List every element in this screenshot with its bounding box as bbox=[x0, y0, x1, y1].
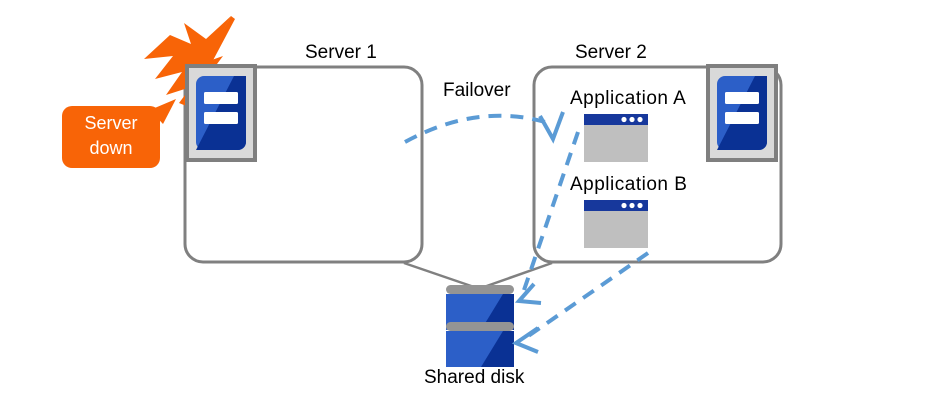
status-badge-tail bbox=[150, 99, 176, 124]
application-b-label: Application B bbox=[570, 174, 688, 195]
access-arrow-app-b-to-disk bbox=[511, 251, 650, 354]
connector-server1-to-disk bbox=[403, 261, 478, 290]
server-icon-server1 bbox=[185, 64, 257, 162]
application-window-icon-b bbox=[584, 200, 648, 248]
access-arrow-app-a-to-disk bbox=[514, 131, 580, 305]
status-badge-line1: Server bbox=[84, 113, 138, 133]
application-a-label: Application A bbox=[570, 88, 687, 109]
application-window-icon-a bbox=[584, 114, 648, 162]
server1-title: Server 1 bbox=[305, 42, 377, 63]
status-badge-server-down bbox=[62, 106, 160, 168]
server-icon-server2 bbox=[706, 64, 778, 162]
lightning-burst-icon bbox=[144, 16, 235, 110]
status-badge-line2: down bbox=[89, 138, 133, 158]
status-badge-label: Server down bbox=[66, 111, 156, 161]
connector-server2-to-disk bbox=[480, 261, 553, 290]
server2-title: Server 2 bbox=[575, 42, 647, 63]
shared-disk-label: Shared disk bbox=[424, 367, 525, 388]
failover-label: Failover bbox=[443, 80, 511, 101]
disk-icon-shared bbox=[446, 285, 514, 367]
failover-arrow-icon bbox=[404, 111, 565, 144]
